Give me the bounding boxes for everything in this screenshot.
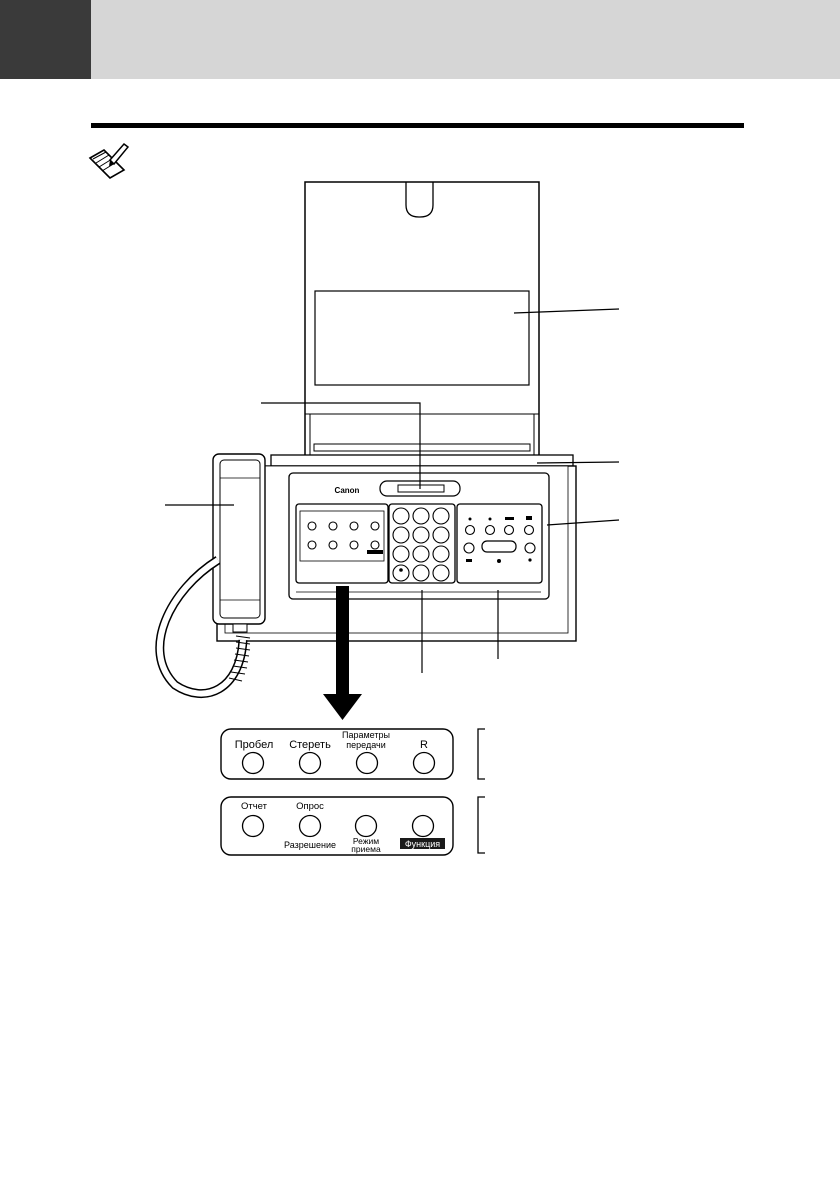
function-button[interactable] (411, 814, 435, 838)
r-button[interactable] (412, 751, 436, 775)
delete-label: Стереть (289, 739, 331, 751)
one-touch-panel (295, 503, 389, 584)
down-arrow-icon (323, 586, 362, 720)
brand-logo: Canon (335, 486, 360, 495)
handset (212, 453, 266, 633)
section-rule (91, 123, 744, 128)
r-label: R (420, 739, 428, 751)
receive-mode-button[interactable] (354, 814, 378, 838)
resolution-label: Разрешение (284, 840, 336, 850)
delete-button[interactable] (298, 751, 322, 775)
panel-row-top: Пробел Стереть Параметры передачи R (220, 728, 454, 780)
handset-cord (155, 556, 251, 698)
function-label: Функция (405, 839, 440, 849)
space-button[interactable] (241, 751, 265, 775)
document-support (304, 181, 540, 458)
operation-panel (456, 503, 543, 584)
numeric-keypad (388, 503, 456, 584)
report-button[interactable] (241, 814, 265, 838)
panel-row-bottom: Отчет Опрос Разрешение Режим приема Функ… (220, 796, 454, 856)
polling-label: Опрос (296, 801, 324, 812)
receive-mode-label-line1: Режим (353, 836, 379, 846)
transmission-settings-button[interactable] (355, 751, 379, 775)
receive-mode-label-line2: приема (351, 844, 381, 854)
report-label: Отчет (241, 801, 268, 812)
space-label: Пробел (235, 739, 274, 751)
transmission-settings-label-line1: Параметры (342, 730, 390, 740)
header-bar (91, 0, 840, 79)
transmission-settings-label-line2: передачи (346, 740, 385, 750)
brackets (477, 728, 485, 854)
header-dark-block (0, 0, 91, 79)
note-pencil-icon (88, 142, 130, 179)
function-label-highlight (400, 838, 445, 849)
polling-button[interactable] (298, 814, 322, 838)
callout-leaders (165, 308, 620, 673)
